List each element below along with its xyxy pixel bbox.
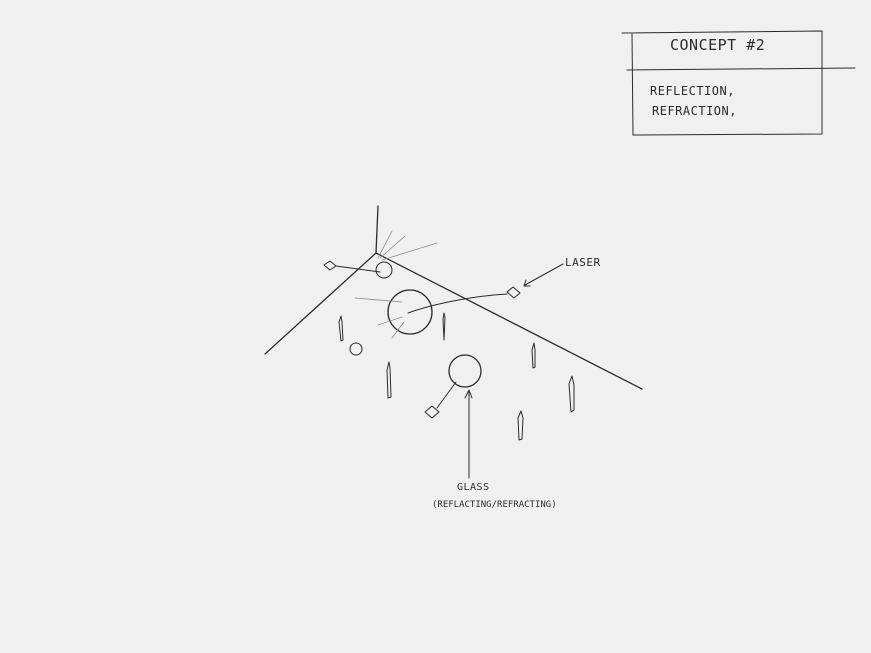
glass-label: GLASS [457, 482, 490, 493]
concept-title: CONCEPT #2 [670, 36, 765, 54]
light-rays [378, 231, 437, 260]
large-glass-sphere [355, 290, 432, 338]
laser-left [324, 261, 380, 272]
small-glass-sphere [376, 262, 392, 278]
concept-line-reflection: REFLECTION, [650, 84, 735, 98]
concept-line-refraction: REFRACTION, [652, 104, 737, 118]
laser-lower [425, 382, 456, 418]
laser-right [408, 287, 520, 313]
glass-arrow [465, 390, 472, 478]
glass-sublabel: (REFLACTING/REFRACTING) [432, 500, 557, 510]
laser-label: LASER [565, 256, 601, 269]
lower-glass-sphere [449, 355, 481, 387]
laser-arrow [524, 264, 563, 286]
room-outline [265, 206, 642, 389]
tiny-glass-sphere [350, 343, 362, 355]
figures [339, 313, 574, 440]
